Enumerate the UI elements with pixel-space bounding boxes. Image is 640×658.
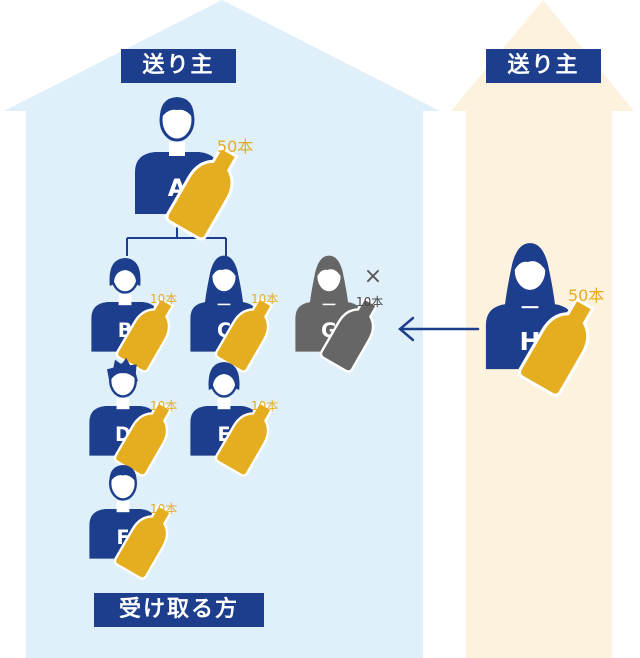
person-icon: A	[135, 97, 250, 243]
person-icon: E	[190, 362, 283, 479]
sender-label-right: 送り主	[486, 49, 601, 83]
tree-connector	[126, 222, 227, 256]
sender-label-left: 送り主	[121, 49, 236, 83]
count-label-A: 50本	[217, 137, 253, 156]
arrow-left-icon	[398, 316, 480, 342]
person-icon: C	[190, 255, 283, 375]
person-icon: D	[89, 358, 182, 479]
person-icon: B	[91, 258, 184, 375]
count-label-B: 10本	[150, 292, 177, 306]
count-label-E: 10本	[251, 399, 278, 413]
cross-icon: ×	[364, 264, 382, 289]
count-label-D: 10本	[150, 399, 177, 413]
person-icon: F	[89, 465, 182, 582]
person-icon: G	[295, 255, 388, 375]
person-icon: H	[485, 243, 607, 399]
count-label-H: 50本	[568, 286, 604, 305]
count-label-C: 10本	[251, 292, 278, 306]
count-label-G: 10本	[356, 295, 383, 309]
receivers-label: 受け取る方	[94, 593, 264, 627]
count-label-F: 10本	[150, 502, 177, 516]
